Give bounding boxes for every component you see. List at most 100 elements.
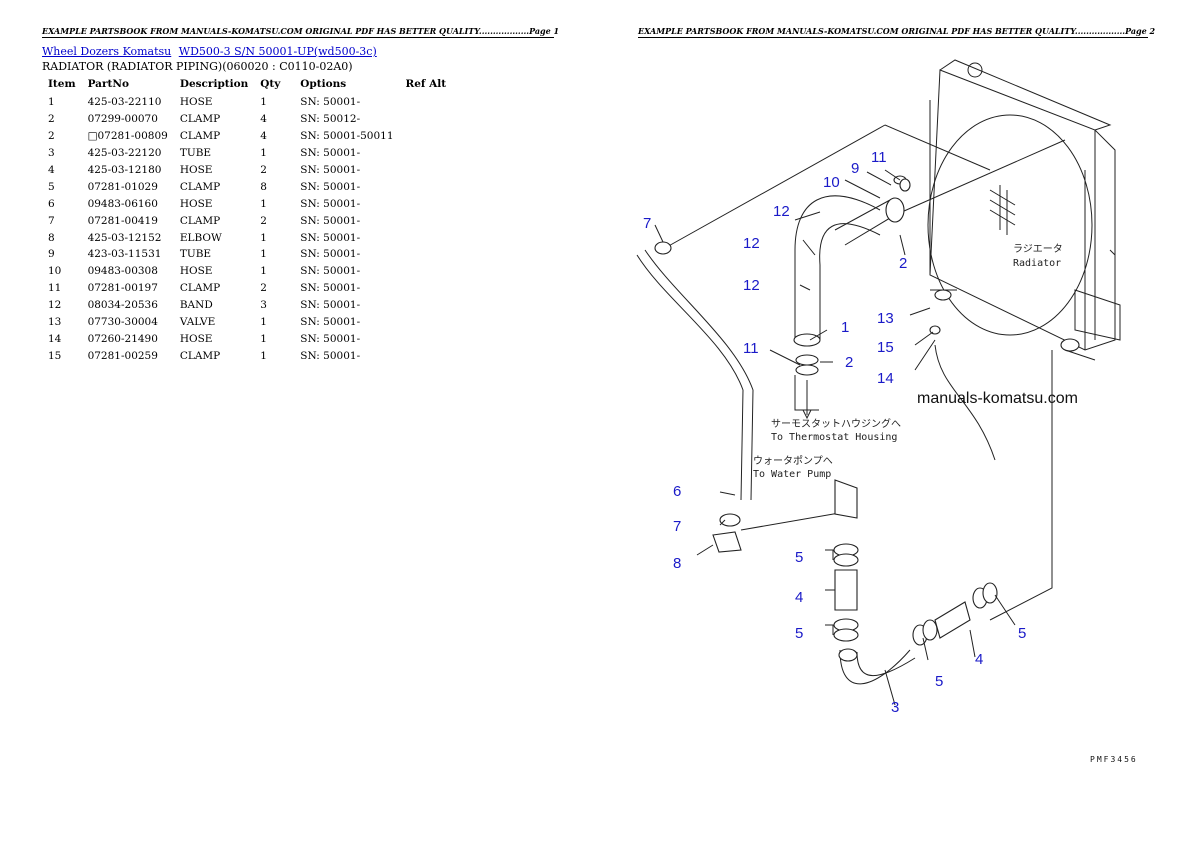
water-pump-label-en: To Water Pump [753, 469, 831, 480]
water-pump-label-jp: ウォータポンプへ [753, 455, 833, 467]
cell-refalt [400, 178, 453, 195]
lower-pipe-assembly [833, 289, 998, 685]
col-header-qty: Qty [260, 78, 281, 90]
cell-description: ELBOW [179, 231, 222, 244]
cell-partno: 09483-00308 [87, 265, 158, 278]
callout-5-d: 5 [1018, 625, 1026, 642]
cell-item: 7 [48, 214, 55, 227]
cell-description: VALVE [179, 316, 216, 329]
cell-qty: 1 [260, 316, 267, 329]
cell-description: HOSE [179, 96, 213, 109]
cell-qty: 2 [260, 214, 267, 227]
cell-options: SN: 50001- [300, 214, 361, 227]
cell-partno: 07281-00259 [87, 349, 158, 362]
thermostat-label-jp: サーモスタットハウジングへ [771, 417, 901, 430]
cell-partno: 07281-01029 [87, 180, 158, 193]
cell-description: TUBE [179, 248, 212, 261]
cell-refalt [400, 246, 453, 263]
callout-9: 9 [851, 160, 859, 177]
cell-partno: 425-03-22110 [87, 96, 162, 109]
cell-refalt [400, 229, 453, 246]
callout-12-a: 12 [773, 203, 790, 220]
cell-options: SN: 50001- [300, 180, 361, 193]
parts-table: Item PartNo Description Qty Options Ref … [42, 77, 452, 364]
cell-qty: 4 [260, 130, 267, 143]
callout-8: 8 [673, 555, 681, 572]
cell-description: TUBE [179, 147, 212, 160]
cell-refalt [400, 145, 453, 162]
cell-partno: 07281-00419 [87, 214, 158, 227]
radiator-label-jp: ラジエータ [1013, 243, 1063, 255]
cell-partno: 07299-00070 [87, 113, 158, 126]
cell-options: SN: 50001- [300, 248, 361, 261]
callout-11-mid: 11 [743, 340, 759, 357]
cell-refalt [400, 263, 453, 280]
callout-6: 6 [673, 483, 681, 500]
breadcrumb-link-serial[interactable]: WD500-3 S/N 50001-UP(wd500-3c) [178, 45, 377, 58]
page-header-1: EXAMPLE PARTSBOOK FROM MANUALS-KOMATSU.C… [42, 26, 560, 38]
cell-qty: 1 [260, 248, 267, 261]
hose-6 [636, 241, 754, 553]
cell-partno: 425-03-22120 [87, 147, 162, 160]
cell-description: HOSE [179, 197, 213, 210]
cell-qty: 1 [260, 96, 267, 109]
cell-options: SN: 50001- [300, 96, 361, 109]
cell-partno: 07281-00197 [87, 282, 158, 295]
cell-partno: 423-03-11531 [87, 248, 162, 261]
cell-options: SN: 50001- [300, 299, 361, 312]
page-subtitle: RADIATOR (RADIATOR PIPING)(060020 : C011… [42, 60, 353, 73]
cell-options: SN: 50001- [300, 164, 361, 176]
callout-7-top: 7 [643, 215, 651, 232]
cell-item: 1 [48, 96, 55, 109]
cell-refalt [400, 330, 453, 347]
cell-qty: 4 [260, 113, 267, 126]
cell-description: HOSE [179, 265, 213, 278]
cell-refalt [400, 297, 453, 314]
cell-partno: 07730-30004 [87, 316, 158, 329]
cell-item: 12 [48, 299, 62, 312]
table-header-row: Item PartNo Description Qty Options Ref … [42, 77, 452, 94]
callout-3: 3 [891, 699, 899, 716]
diagram-callouts: 7 11 9 10 12 12 12 2 1 11 2 13 15 14 6 7… [643, 149, 1026, 716]
cell-item: 5 [48, 180, 55, 193]
cell-options: SN: 50001- [300, 349, 361, 362]
cell-partno: 425-03-12180 [87, 164, 162, 176]
cell-item: 3 [48, 147, 55, 160]
cell-options: SN: 50001- [300, 316, 361, 329]
breadcrumb-link-model[interactable]: Wheel Dozers Komatsu [42, 45, 172, 58]
cell-qty: 1 [260, 265, 267, 278]
cell-qty: 1 [260, 332, 267, 345]
radiator-label-en: Radiator [1013, 258, 1061, 269]
cell-item: 13 [48, 316, 62, 329]
cell-partno: 09483-06160 [87, 197, 158, 210]
callout-10: 10 [823, 174, 840, 191]
col-header-description: Description [179, 78, 249, 90]
cell-qty: 2 [260, 282, 267, 295]
cell-description: HOSE [179, 164, 213, 176]
thermostat-label-en: To Thermostat Housing [771, 432, 897, 443]
breadcrumb: Wheel Dozers Komatsu WD500-3 S/N 50001-U… [42, 45, 381, 58]
cell-item: 10 [48, 265, 62, 278]
callout-4-a: 4 [795, 589, 803, 606]
cell-options: SN: 50012- [300, 113, 361, 126]
callout-15: 15 [877, 339, 894, 356]
leader-lines [654, 169, 1016, 706]
cell-refalt [400, 162, 453, 179]
cell-partno: 07260-21490 [87, 332, 158, 345]
cell-item: 11 [48, 282, 62, 295]
cell-item: 15 [48, 349, 62, 362]
cell-item: 4 [48, 164, 55, 176]
cell-qty: 3 [260, 299, 267, 312]
upper-hose-assembly [793, 175, 911, 420]
cell-description: CLAMP [179, 130, 221, 143]
figure-number: PMF3456 [1090, 755, 1138, 764]
cell-options: SN: 50001- [300, 231, 361, 244]
cell-description: HOSE [179, 332, 213, 345]
